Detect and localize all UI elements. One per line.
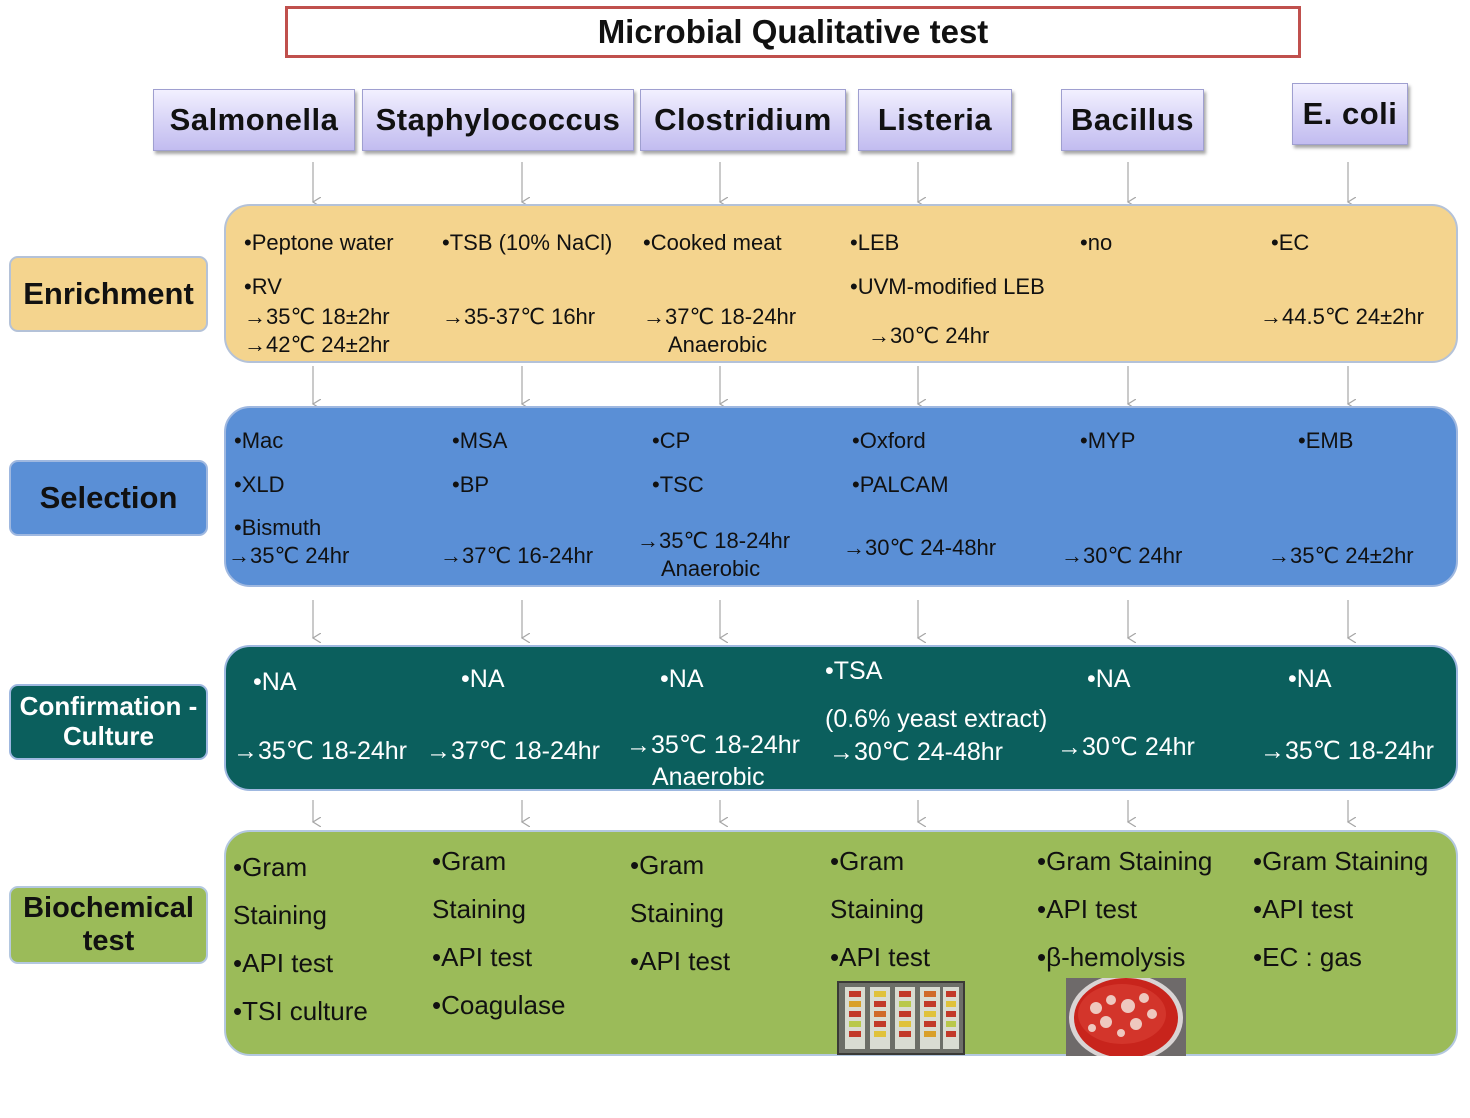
- organism-staphylococcus: Staphylococcus: [362, 89, 634, 151]
- enrichment-salmonella-condition: 42℃ 24±2hr: [244, 334, 390, 356]
- diagram-title: Microbial Qualitative test: [285, 6, 1301, 58]
- confirmation-clostridium-note: Anaerobic: [652, 763, 765, 791]
- enrichment-salmonella-condition: 35℃ 18±2hr: [244, 306, 390, 328]
- selection-listeria-item: PALCAM: [852, 474, 949, 496]
- confirmation-salmonella-item: NA: [253, 670, 297, 695]
- selection-ecoli-condition: 35℃ 24±2hr: [1268, 545, 1414, 567]
- selection-panel: [224, 406, 1458, 587]
- enrichment-clostridium-note: Anaerobic: [668, 332, 768, 357]
- confirmation-staphylococcus-condition: 37℃ 18-24hr: [426, 739, 600, 764]
- confirmation-listeria-note: (0.6% yeast extract): [825, 705, 1048, 733]
- organism-salmonella: Salmonella: [153, 89, 355, 151]
- biochemical-listeria-item: Gram: [830, 848, 904, 874]
- biochemical-salmonella-item: Gram: [233, 854, 307, 880]
- confirmation-ecoli-condition: 35℃ 18-24hr: [1260, 739, 1434, 764]
- selection-salmonella-condition: 35℃ 24hr: [228, 545, 349, 567]
- confirmation-clostridium-item: NA: [660, 667, 704, 692]
- selection-salmonella-item: Mac: [234, 430, 284, 452]
- biochemical-ecoli-item: API test: [1253, 896, 1353, 922]
- api-test-strip-photo: [837, 981, 965, 1055]
- biochemical-salmonella-item: API test: [233, 950, 333, 976]
- biochemical-salmonella-item: Staining: [233, 900, 327, 930]
- confirmation-clostridium-condition: 35℃ 18-24hr: [626, 733, 800, 758]
- enrichment-listeria-item: LEB: [850, 232, 900, 254]
- organism-ecoli: E. coli: [1292, 83, 1408, 145]
- biochemical-staphylococcus-item: Gram: [432, 848, 506, 874]
- biochemical-bacillus-item: β-hemolysis: [1037, 944, 1185, 970]
- stage-label-biochemical: Biochemical test: [9, 886, 208, 964]
- organism-listeria: Listeria: [858, 89, 1012, 151]
- biochemical-listeria-item: Staining: [830, 894, 924, 924]
- confirmation-salmonella-condition: 35℃ 18-24hr: [233, 739, 407, 764]
- enrichment-clostridium-item: Cooked meat: [643, 232, 782, 254]
- confirmation-listeria-condition: 30℃ 24-48hr: [829, 740, 1003, 765]
- stage-label-confirmation: Confirmation -Culture: [9, 684, 208, 760]
- enrichment-staphylococcus-condition: 35-37℃ 16hr: [442, 306, 595, 328]
- blood-agar-plate-photo: [1066, 978, 1186, 1056]
- enrichment-panel: [224, 204, 1458, 363]
- selection-ecoli-item: EMB: [1298, 430, 1354, 452]
- enrichment-bacillus-item: no: [1080, 232, 1112, 254]
- biochemical-ecoli-item: EC : gas: [1253, 944, 1362, 970]
- enrichment-ecoli-item: EC: [1271, 232, 1310, 254]
- biochemical-staphylococcus-item: Staining: [432, 894, 526, 924]
- biochemical-bacillus-item: API test: [1037, 896, 1137, 922]
- biochemical-staphylococcus-item: API test: [432, 944, 532, 970]
- selection-listeria-condition: 30℃ 24-48hr: [843, 537, 996, 559]
- enrichment-staphylococcus-item: TSB (10% NaCl): [442, 232, 613, 254]
- selection-salmonella-item: XLD: [234, 474, 285, 496]
- selection-bacillus-condition: 30℃ 24hr: [1061, 545, 1182, 567]
- biochemical-salmonella-item: TSI culture: [233, 998, 368, 1024]
- enrichment-listeria-item: UVM-modified LEB: [850, 276, 1045, 298]
- selection-clostridium-item: TSC: [652, 474, 704, 496]
- selection-staphylococcus-condition: 37℃ 16-24hr: [440, 545, 593, 567]
- biochemical-ecoli-item: Gram Staining: [1253, 848, 1428, 874]
- confirmation-ecoli-item: NA: [1288, 667, 1332, 692]
- stage-label-enrichment: Enrichment: [9, 256, 208, 332]
- selection-salmonella-item: Bismuth: [234, 517, 321, 539]
- biochemical-clostridium-item: Staining: [630, 898, 724, 928]
- enrichment-clostridium-condition: 37℃ 18-24hr: [643, 306, 796, 328]
- selection-staphylococcus-item: MSA: [452, 430, 508, 452]
- selection-clostridium-condition: 35℃ 18-24hr: [637, 530, 790, 552]
- confirmation-listeria-item: TSA: [825, 659, 883, 684]
- selection-listeria-item: Oxford: [852, 430, 926, 452]
- selection-clostridium-note: Anaerobic: [661, 556, 761, 581]
- confirmation-bacillus-condition: 30℃ 24hr: [1057, 735, 1195, 760]
- biochemical-bacillus-item: Gram Staining: [1037, 848, 1212, 874]
- organism-clostridium: Clostridium: [640, 89, 846, 151]
- organism-bacillus: Bacillus: [1061, 89, 1204, 151]
- confirmation-bacillus-item: NA: [1087, 667, 1131, 692]
- enrichment-salmonella-item: RV: [244, 276, 282, 298]
- biochemical-clostridium-item: Gram: [630, 852, 704, 878]
- biochemical-listeria-item: API test: [830, 944, 930, 970]
- confirmation-staphylococcus-item: NA: [461, 667, 505, 692]
- biochemical-staphylococcus-item: Coagulase: [432, 992, 565, 1018]
- selection-clostridium-item: CP: [652, 430, 691, 452]
- enrichment-salmonella-item: Peptone water: [244, 232, 394, 254]
- enrichment-ecoli-condition: 44.5℃ 24±2hr: [1260, 306, 1424, 328]
- enrichment-listeria-condition: 30℃ 24hr: [868, 325, 989, 347]
- stage-label-selection: Selection: [9, 460, 208, 536]
- selection-staphylococcus-item: BP: [452, 474, 489, 496]
- selection-bacillus-item: MYP: [1080, 430, 1136, 452]
- biochemical-clostridium-item: API test: [630, 948, 730, 974]
